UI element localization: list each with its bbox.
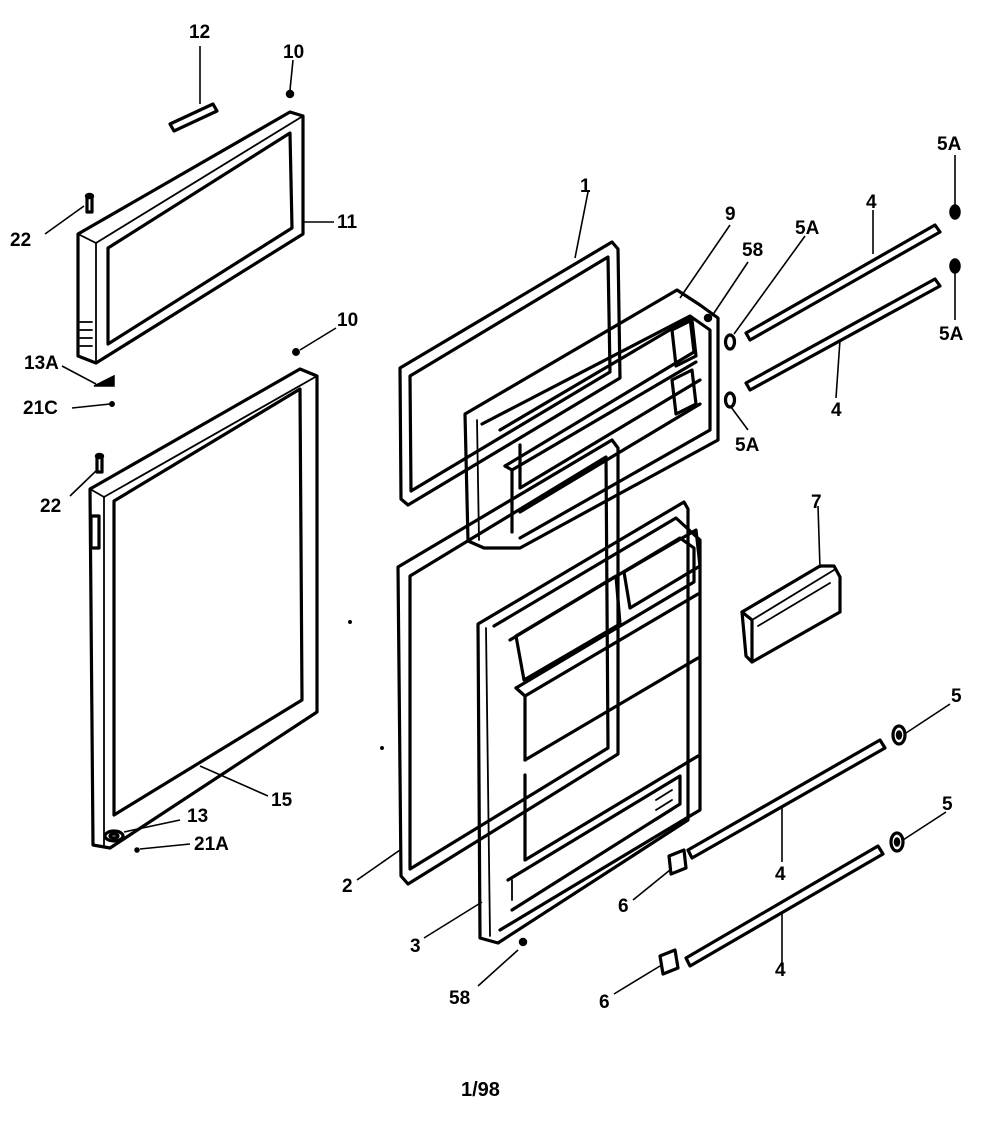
label-5A-c: 5A [939, 324, 964, 345]
part-4-trim-strip-c [686, 738, 887, 860]
part-1-freezer-gasket [398, 240, 622, 507]
label-22-mid: 22 [40, 496, 61, 517]
label-58-top: 58 [742, 240, 763, 261]
label-4-c: 4 [775, 864, 786, 885]
label-6-a: 6 [618, 896, 629, 917]
label-12: 12 [189, 22, 210, 43]
part-5A-end-cap-d [723, 391, 737, 409]
part-5-end-cap-a [891, 724, 907, 746]
label-15: 15 [271, 790, 293, 811]
label-6-b: 6 [599, 992, 610, 1013]
part-5-end-cap-b [889, 831, 905, 853]
part-58-screw-top [703, 313, 713, 323]
label-2: 2 [342, 876, 353, 897]
part-6-end-cap-a [667, 848, 688, 876]
leader-lines [44, 46, 956, 995]
label-10-mid: 10 [337, 310, 358, 331]
label-9: 9 [725, 204, 736, 225]
part-3-fresh-food-door-liner [476, 500, 702, 945]
part-58-screw-bottom [518, 937, 528, 947]
label-3: 3 [410, 936, 421, 957]
label-4-b: 4 [831, 400, 842, 421]
part-11-freezer-door-panel [76, 110, 305, 365]
part-21A-screw [134, 847, 140, 853]
label-11: 11 [337, 212, 358, 233]
part-13-hinge-bushing [103, 829, 125, 843]
part-9-freezer-door-liner [463, 288, 720, 550]
part-4-trim-strip-d [684, 844, 885, 968]
part-12-nameplate [168, 102, 219, 133]
label-5-b: 5 [942, 794, 953, 815]
label-13: 13 [187, 806, 208, 827]
label-58-bot: 58 [449, 988, 470, 1009]
label-5-a: 5 [951, 686, 962, 707]
label-13A: 13A [24, 353, 59, 374]
part-15-fresh-food-door-panel [88, 367, 319, 850]
part-6-end-cap-b [658, 948, 680, 976]
part-5A-end-cap-a [949, 204, 961, 220]
label-5A-d: 5A [735, 435, 760, 456]
part-7-dairy-door [740, 564, 842, 664]
label-5A-a: 5A [795, 218, 820, 239]
part-21C-screw [109, 401, 115, 407]
callout-labels: 12 10 22 11 13A 21C 10 22 13 21A 15 1 9 … [10, 22, 964, 1013]
label-4-d: 4 [775, 960, 786, 981]
label-7: 7 [811, 492, 822, 513]
footer-page-number: 1/98 [461, 1079, 500, 1101]
part-22-screw-mid [94, 452, 105, 474]
label-21C: 21C [23, 398, 58, 419]
part-10-screw-top [285, 89, 295, 99]
label-10-top: 10 [283, 42, 304, 63]
label-1: 1 [580, 176, 591, 197]
part-22-screw-top [84, 192, 95, 214]
part-4-trim-strip-b [744, 277, 942, 392]
label-21A: 21A [194, 834, 229, 855]
part-5A-end-cap-c [723, 333, 737, 351]
part-4-trim-strip-a [744, 223, 942, 342]
part-2-fresh-food-gasket [396, 438, 620, 886]
part-13A-hinge-cover [93, 374, 115, 387]
label-5A-b: 5A [937, 134, 962, 155]
part-5A-end-cap-b [949, 258, 961, 274]
label-22-top: 22 [10, 230, 31, 251]
part-10-screw-mid [292, 348, 300, 356]
label-4-a: 4 [866, 192, 877, 213]
print-specks [348, 620, 384, 750]
